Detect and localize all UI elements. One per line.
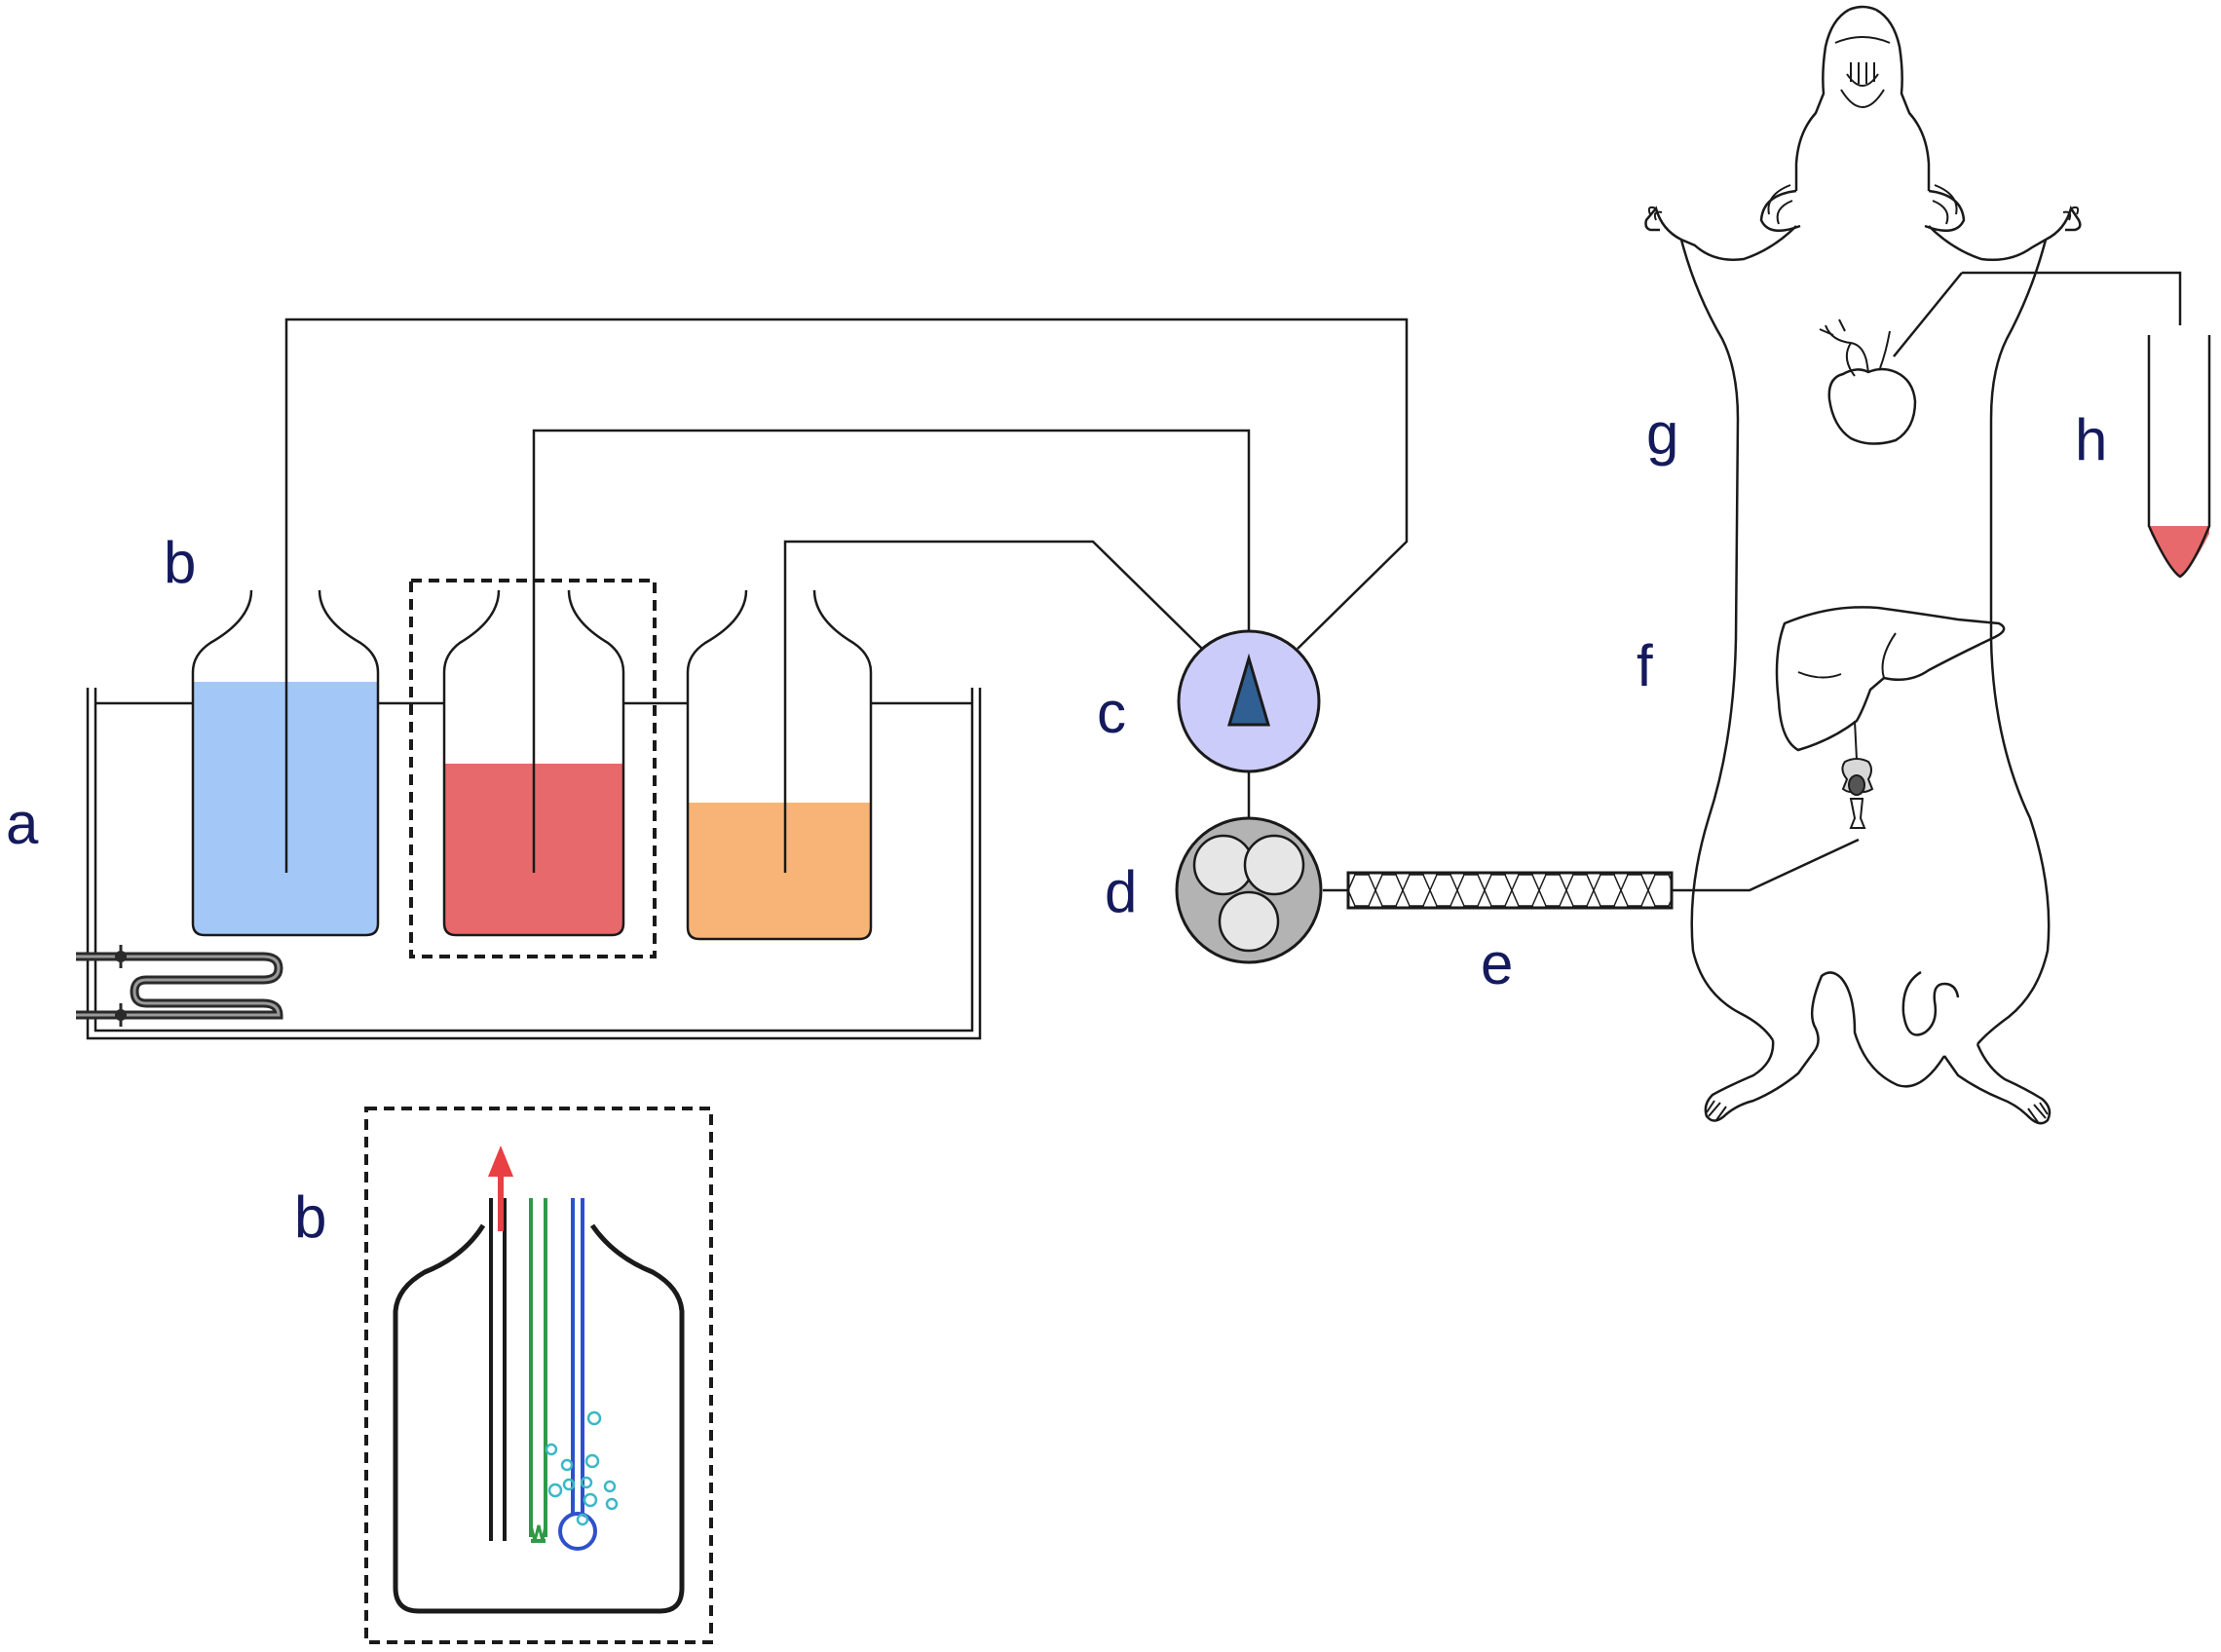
label-b-inset: b — [294, 1184, 326, 1250]
heating-coil-icon — [76, 945, 283, 1027]
label-e: e — [1481, 931, 1513, 996]
roller-pump — [1175, 816, 1323, 964]
label-b-top: b — [164, 530, 196, 595]
rat-outline — [1644, 5, 2082, 1125]
label-h: h — [2075, 407, 2107, 472]
label-d: d — [1105, 859, 1137, 924]
valve-needle-icon — [1226, 653, 1271, 727]
label-c: c — [1097, 680, 1126, 745]
liver — [1775, 606, 2006, 829]
inset-bottle-detail — [364, 1107, 713, 1644]
water-bath — [86, 688, 982, 1040]
highlight-box — [409, 579, 657, 958]
bottle-orange — [686, 589, 873, 941]
filter-column — [1346, 871, 1674, 910]
valve — [1177, 629, 1321, 773]
label-f: f — [1637, 633, 1653, 698]
collection-tube — [1962, 271, 2211, 579]
outflow-arrow-icon — [488, 1145, 513, 1177]
bubbles-icon — [545, 1410, 619, 1526]
heart — [1819, 272, 1963, 445]
label-g: g — [1646, 401, 1678, 467]
tubing — [284, 318, 1860, 892]
label-a: a — [6, 791, 39, 856]
